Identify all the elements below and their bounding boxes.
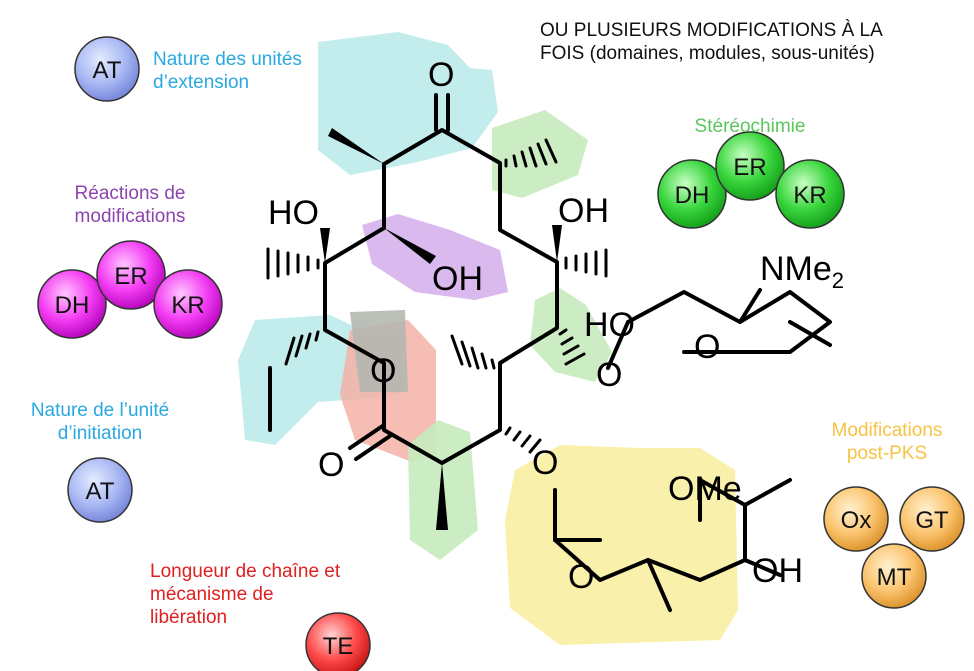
ball-label-er-reactions: ER xyxy=(114,263,147,290)
ball-mt xyxy=(861,543,927,609)
ball-dh-stereo xyxy=(657,159,727,229)
domain-balls xyxy=(37,36,965,671)
chain-label-line-1: Longueur de chaîne et xyxy=(150,561,341,582)
atom-o-sugar-ring: O xyxy=(694,328,720,366)
extension-label: Nature des unités d’extension xyxy=(153,49,302,95)
highlight-gray-overlap xyxy=(350,310,408,392)
highlight-stereo-green-right xyxy=(530,288,612,382)
initiation-label-line-1: Nature de l’unité xyxy=(30,400,170,421)
chain-label: Longueur de chaîne et mécanisme de libér… xyxy=(150,561,340,629)
chain-label-line-3: libération xyxy=(150,606,228,628)
highlight-extension-blue xyxy=(318,32,498,175)
atom-ho-left: HO xyxy=(268,194,319,232)
header-text: OU PLUSIEURS MODIFICATIONS À LA FOIS (do… xyxy=(540,20,883,66)
header-line-2: FOIS (domaines, modules, sous-unités) xyxy=(540,42,875,64)
extension-label-line-1: Nature des unités xyxy=(153,49,302,70)
atom-o-link: O xyxy=(532,444,558,482)
initiation-label-line-2: d’initiation xyxy=(57,422,143,444)
highlight-postpks-yellow xyxy=(505,445,738,645)
ball-dh-reactions xyxy=(37,269,107,339)
reactions-label-line-1: Réactions de xyxy=(74,183,186,204)
ball-ox xyxy=(823,486,889,552)
ball-label-kr-reactions: KR xyxy=(171,292,204,319)
stereo-label: Stéréochimie xyxy=(650,116,850,139)
atom-oh-mid: OH xyxy=(432,260,483,298)
postpks-label-line-1: Modifications xyxy=(831,420,943,441)
ball-label-at-extension: AT xyxy=(93,57,122,84)
ball-label-mt: MT xyxy=(877,564,912,591)
atom-nme2: NMe2 xyxy=(760,250,844,293)
ball-label-at-initiation: AT xyxy=(86,478,115,505)
ball-label-ox: Ox xyxy=(841,507,872,534)
ball-label-dh-reactions: DH xyxy=(55,292,90,319)
ball-label-er-stereo: ER xyxy=(733,154,766,181)
atom-oh-right: OH xyxy=(558,192,609,230)
molecule-bonds xyxy=(266,93,832,612)
atom-o-carbonyl: O xyxy=(318,446,344,484)
ball-label-gt: GT xyxy=(915,507,949,534)
postpks-label: Modifications post-PKS xyxy=(800,420,974,466)
ball-at-extension xyxy=(74,36,140,102)
atom-o-sugar-link: O xyxy=(596,356,622,394)
atom-o-ring: O xyxy=(370,352,396,390)
atom-oh-sugar2: OH xyxy=(752,552,803,590)
atom-ho-sugar: HO xyxy=(584,306,635,344)
ball-kr-stereo xyxy=(775,159,845,229)
ball-gt xyxy=(899,486,965,552)
stereo-label-text: Stéréochimie xyxy=(694,116,806,137)
atom-ome: OMe xyxy=(668,470,742,508)
header-line-1: OU PLUSIEURS MODIFICATIONS À LA xyxy=(540,20,883,41)
atom-o-ketone: O xyxy=(428,56,454,94)
ball-er-reactions xyxy=(96,240,166,310)
initiation-label: Nature de l’unité d’initiation xyxy=(0,400,200,446)
ball-kr-reactions xyxy=(153,269,223,339)
chain-label-line-2: mécanisme de xyxy=(150,583,274,605)
ball-at-initiation xyxy=(67,457,133,523)
highlight-stereo-green-top xyxy=(492,110,588,198)
ball-te xyxy=(305,612,371,671)
ball-er-stereo xyxy=(715,131,785,201)
ball-label-te: TE xyxy=(323,633,354,660)
reactions-label: Réactions de modifications xyxy=(40,183,220,229)
postpks-label-line-2: post-PKS xyxy=(846,442,928,464)
atom-o-sugar2-ring: O xyxy=(568,558,594,596)
reactions-label-line-2: modifications xyxy=(74,205,186,227)
ball-label-kr-stereo: KR xyxy=(793,182,826,209)
ball-label-dh-stereo: DH xyxy=(675,182,710,209)
extension-label-line-2: d’extension xyxy=(153,71,250,93)
